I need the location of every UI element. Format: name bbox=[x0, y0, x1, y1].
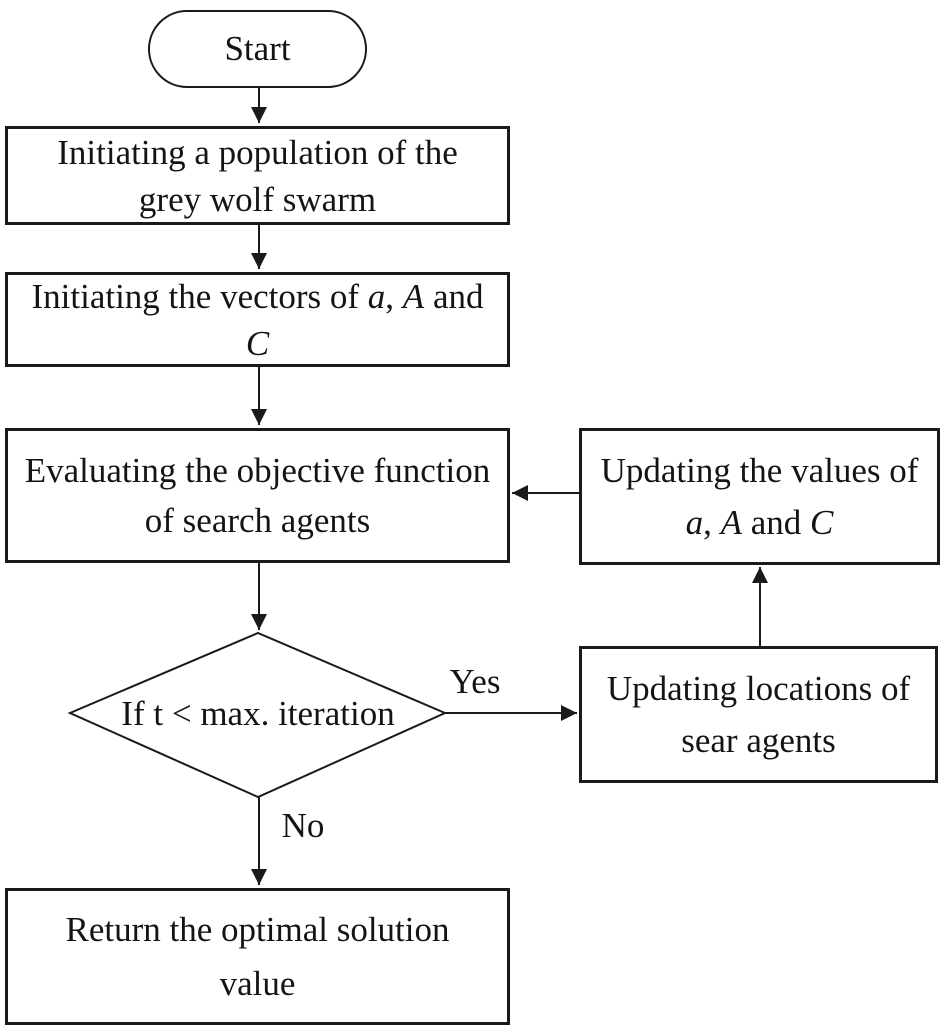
edge-label-yes: Yes bbox=[449, 662, 501, 701]
node-start-label: Start bbox=[224, 29, 291, 68]
node-start: Start bbox=[148, 10, 367, 88]
decision-diamond-shape bbox=[67, 631, 448, 799]
edge-label-no: No bbox=[281, 806, 325, 845]
decision-condition-label: If t < max. iteration bbox=[121, 694, 395, 733]
